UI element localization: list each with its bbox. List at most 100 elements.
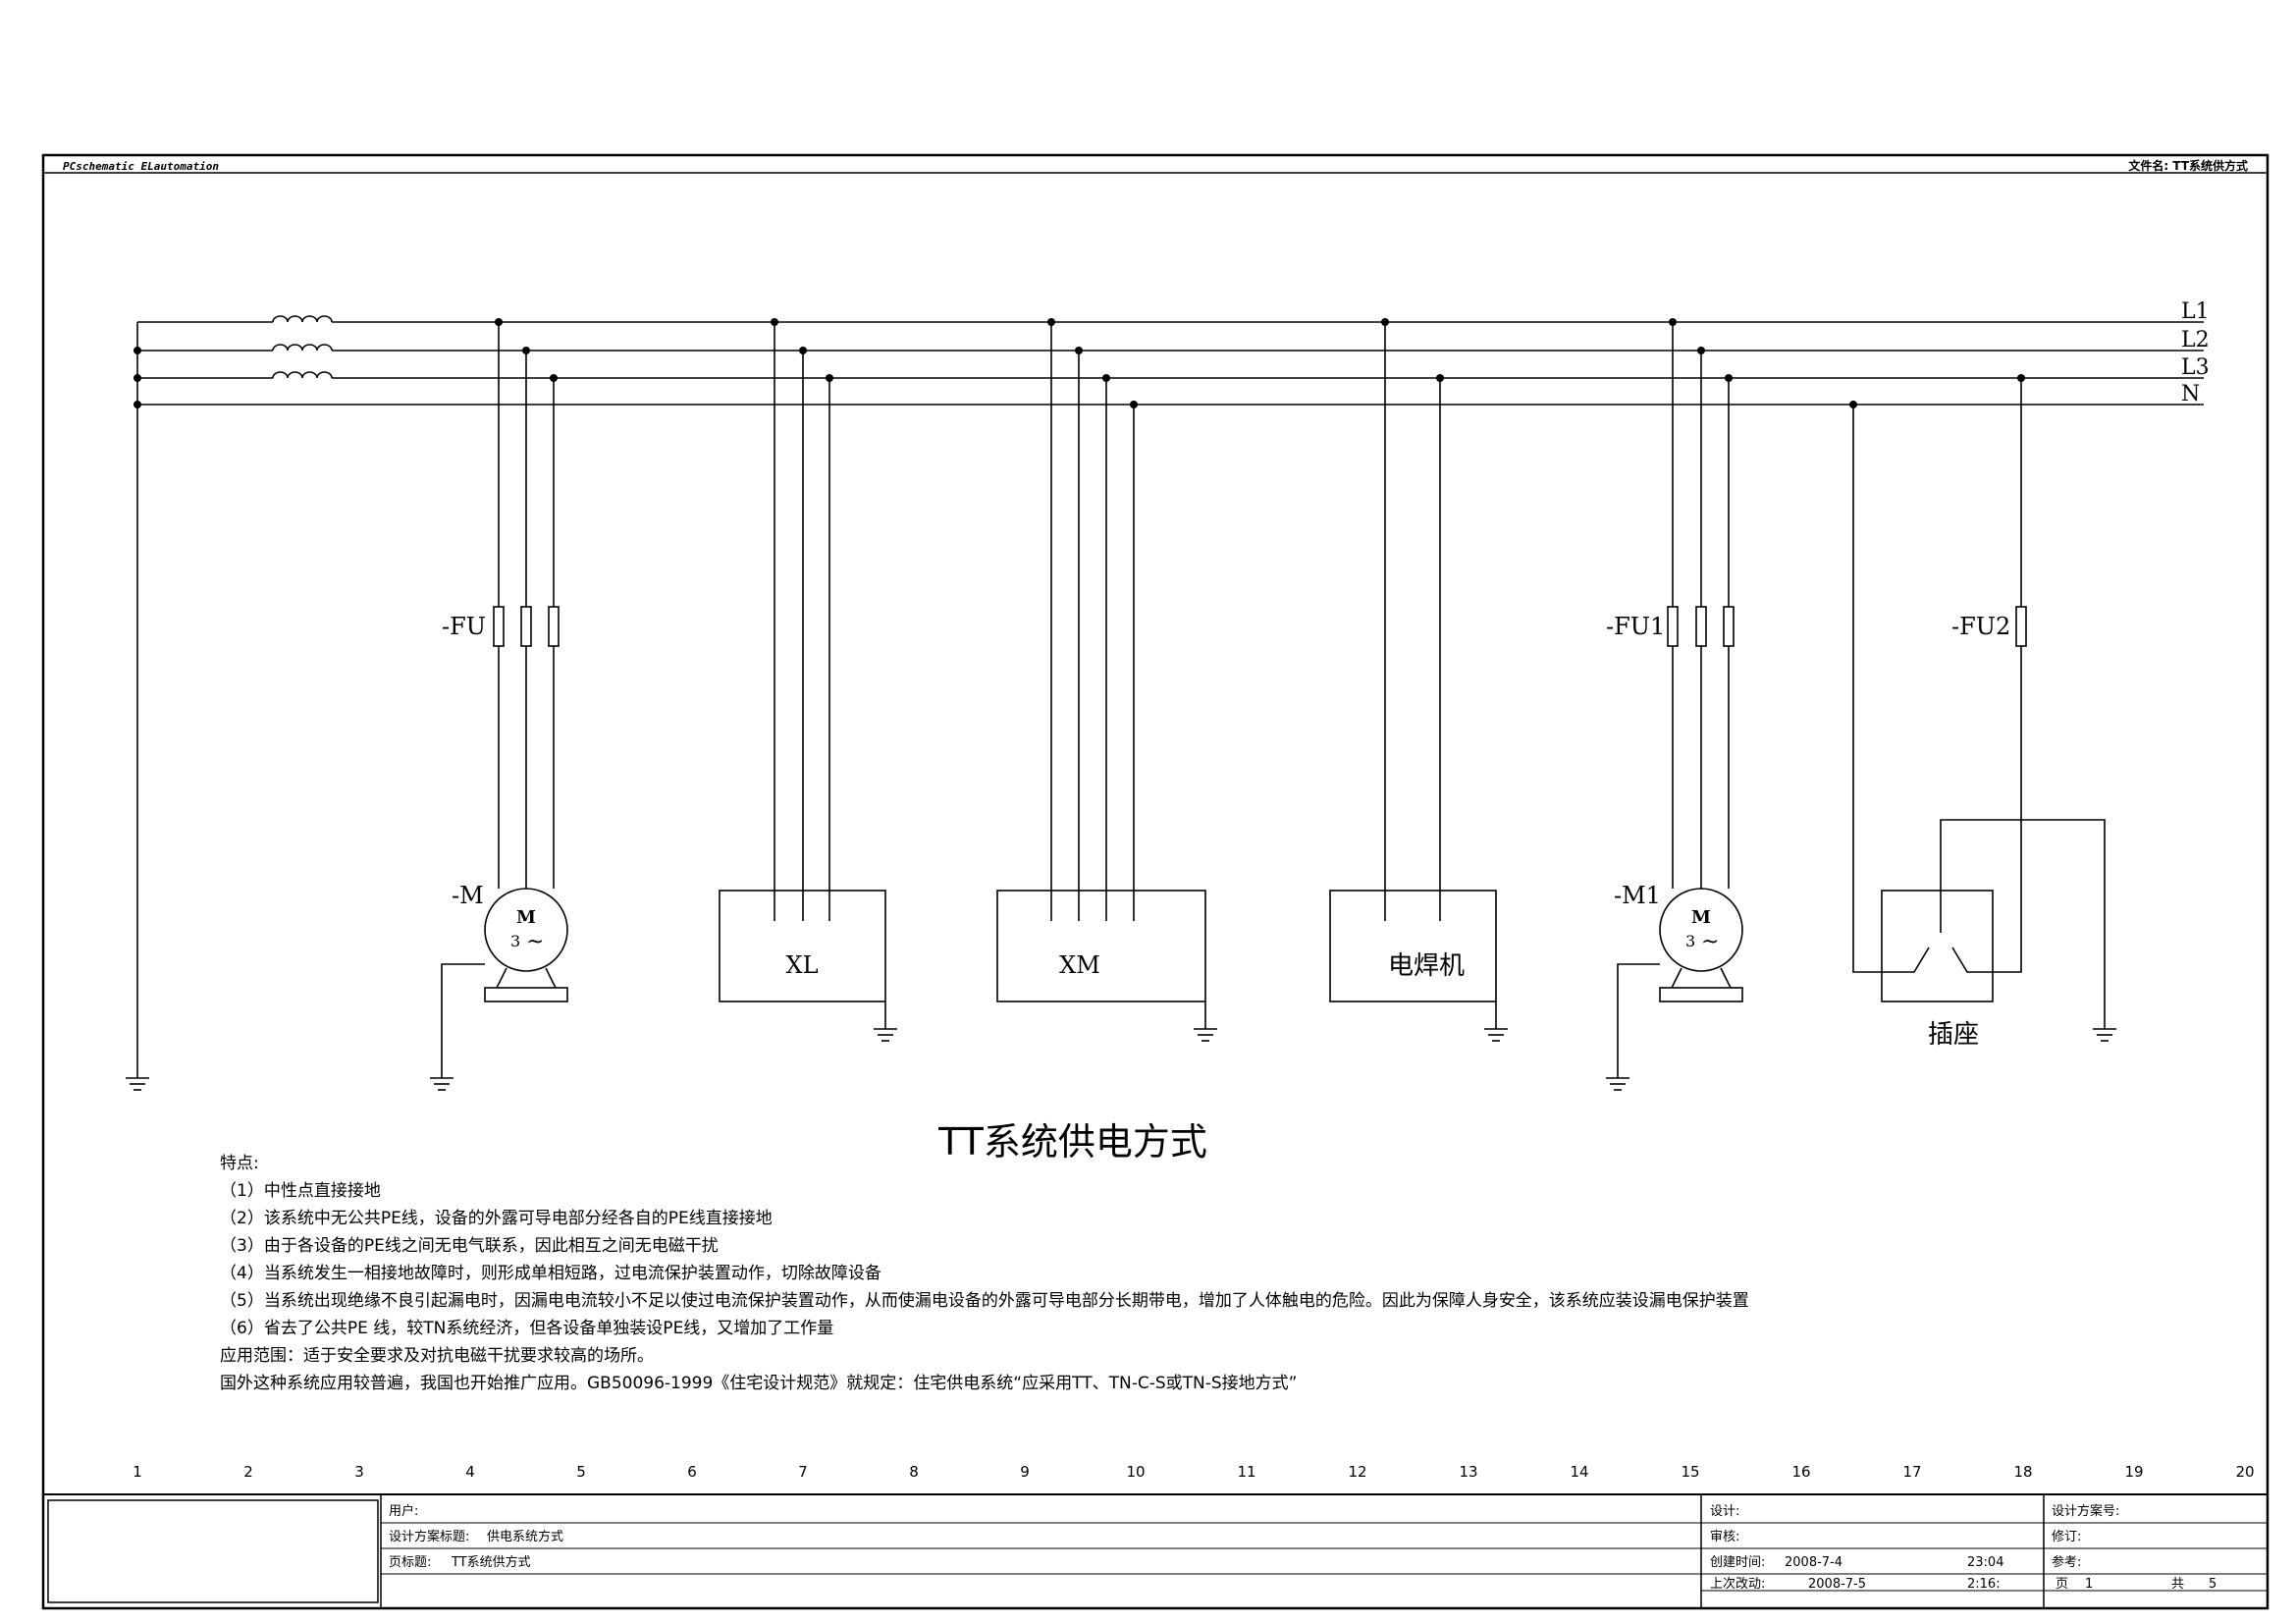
motor-m-ac-icon: ~ <box>526 930 544 954</box>
column-number: 10 <box>1126 1463 1145 1481</box>
tb-revision: 修订: <box>2052 1530 2081 1544</box>
xm-box <box>996 890 1206 1002</box>
note-line: （1）中性点直接接地 <box>220 1181 381 1201</box>
fuse-fu-2 <box>520 606 532 647</box>
software-label: PCschematic ELautomation <box>63 160 219 173</box>
column-ruler: 1 2 3 4 5 6 7 8 9 10 11 12 13 14 15 16 1… <box>133 1463 2254 1481</box>
tb-created-time: 23:04 <box>1967 1555 2003 1570</box>
note-line: 应用范围：适于安全要求及对抗电磁干扰要求较高的场所。 <box>220 1346 654 1366</box>
tb-review: 审核: <box>1710 1530 1739 1544</box>
note-line: 特点: <box>220 1154 259 1173</box>
fuse-fu-3 <box>548 606 560 647</box>
inductor-coil-l3 <box>272 371 333 379</box>
tb-design: 设计: <box>1710 1504 1739 1519</box>
file-name-label: 文件名: TT系统供方式 <box>2128 158 2248 173</box>
motor-m-symbol: M <box>516 907 536 928</box>
ground-icon <box>1484 1028 1508 1042</box>
tb-plan-title-value: 供电系统方式 <box>487 1529 563 1544</box>
motor-m-branch <box>441 322 568 1078</box>
column-number: 12 <box>1348 1463 1366 1481</box>
socket-box <box>1881 890 1994 1002</box>
column-number: 18 <box>2013 1463 2032 1481</box>
socket-branch <box>1852 378 2106 1029</box>
column-number: 14 <box>1570 1463 1588 1481</box>
notes-block: 特点: （1）中性点直接接地 （2）该系统中无公共PE线，设备的外露可导电部分经… <box>220 1154 1749 1393</box>
column-number: 9 <box>1020 1463 1030 1481</box>
note-line: （6）省去了公共PE 线，较TN系统经济，但各设备单独装设PE线，又增加了工作量 <box>220 1319 833 1338</box>
motor-m1-symbol: M <box>1691 907 1711 928</box>
bus-label-n: N <box>2181 382 2200 406</box>
ground-icon <box>1606 1077 1629 1091</box>
column-number: 17 <box>1902 1463 1921 1481</box>
motor-m1-base <box>1659 987 1743 1002</box>
tb-reference: 参考: <box>2052 1554 2081 1570</box>
tb-created-date: 2008-7-4 <box>1785 1555 1842 1570</box>
tb-user: 用户: <box>389 1503 418 1519</box>
inductor-coil-l2 <box>272 344 333 352</box>
ground-symbols <box>126 1028 2116 1091</box>
bus-label-l3: L3 <box>2181 355 2210 380</box>
column-number: 20 <box>2235 1463 2254 1481</box>
note-line: 国外这种系统应用较普遍，我国也开始推广应用。GB50096-1999《住宅设计规… <box>220 1374 1297 1393</box>
motor-m-phase: 3 <box>510 932 520 950</box>
welder-branch <box>1329 322 1497 1029</box>
column-number: 19 <box>2124 1463 2143 1481</box>
ground-icon <box>2093 1028 2116 1042</box>
note-line: （5）当系统出现绝缘不良引起漏电时，因漏电电流较小不足以使过电流保护装置动作，从… <box>220 1290 1749 1311</box>
xl-branch <box>719 322 886 1029</box>
column-number: 11 <box>1237 1463 1255 1481</box>
motor-label-m1: -M1 <box>1614 882 1661 909</box>
load-label-welder: 电焊机 <box>1388 951 1465 981</box>
column-number: 3 <box>354 1463 364 1481</box>
fuse-fu1-3 <box>1723 606 1735 647</box>
column-number: 2 <box>243 1463 253 1481</box>
column-number: 7 <box>798 1463 808 1481</box>
column-number: 8 <box>909 1463 919 1481</box>
fuse-label-fu1: -FU1 <box>1606 613 1665 640</box>
load-label-xm: XM <box>1059 951 1100 979</box>
motor-m-base <box>484 987 568 1002</box>
motor-m1-ac-icon: ~ <box>1701 930 1719 954</box>
motor-label-m: -M <box>452 882 484 909</box>
tb-created-label: 创建时间: <box>1710 1555 1765 1570</box>
xm-branch <box>996 322 1206 1029</box>
fuse-label-fu: -FU <box>442 613 486 640</box>
motor-m1-branch <box>1617 322 1743 1078</box>
welder-box <box>1329 890 1497 1002</box>
inductor-coil-l1 <box>272 315 333 323</box>
fuse-fu1-2 <box>1695 606 1707 647</box>
tb-page-value: 1 <box>2085 1577 2093 1592</box>
column-number: 16 <box>1791 1463 1810 1481</box>
motor-m1-circle <box>1659 888 1743 972</box>
fuse-label-fu2: -FU2 <box>1951 613 2010 640</box>
load-label-xl: XL <box>785 951 818 979</box>
bus-lines <box>136 315 2204 1078</box>
column-number: 4 <box>465 1463 475 1481</box>
column-number: 15 <box>1681 1463 1699 1481</box>
tb-modified-date: 2008-7-5 <box>1808 1577 1866 1592</box>
note-line: （2）该系统中无公共PE线，设备的外露可导电部分经各自的PE线直接接地 <box>220 1209 773 1228</box>
tb-plan-title-label: 设计方案标题: <box>389 1529 469 1544</box>
tb-page-title-value: TT系统供方式 <box>451 1554 531 1570</box>
bus-label-l2: L2 <box>2181 328 2210 352</box>
title-block <box>43 1493 2268 1608</box>
diagram-title: TT系统供电方式 <box>937 1120 1207 1164</box>
note-line: （3）由于各设备的PE线之间无电气联系，因此相互之间无电磁干扰 <box>220 1236 719 1256</box>
motor-m1-phase: 3 <box>1685 932 1695 950</box>
tb-page-label: 页 <box>2056 1577 2068 1592</box>
tb-modified-time: 2:16: <box>1967 1577 2001 1592</box>
xl-box <box>719 890 886 1002</box>
column-number: 13 <box>1459 1463 1477 1481</box>
bus-label-l1: L1 <box>2181 299 2210 324</box>
tb-total-value: 5 <box>2209 1577 2216 1592</box>
tb-modified-label: 上次改动: <box>1710 1576 1765 1592</box>
note-line: （4）当系统发生一相接地故障时，则形成单相短路，过电流保护装置动作，切除故障设备 <box>220 1264 881 1283</box>
column-number: 5 <box>576 1463 586 1481</box>
tb-page-title-label: 页标题: <box>389 1555 431 1570</box>
fuse-fu2 <box>2015 606 2027 647</box>
tb-total-label: 共 <box>2171 1577 2184 1592</box>
logo-box <box>47 1499 379 1603</box>
ground-icon <box>430 1077 454 1091</box>
load-label-socket: 插座 <box>1928 1020 1979 1050</box>
